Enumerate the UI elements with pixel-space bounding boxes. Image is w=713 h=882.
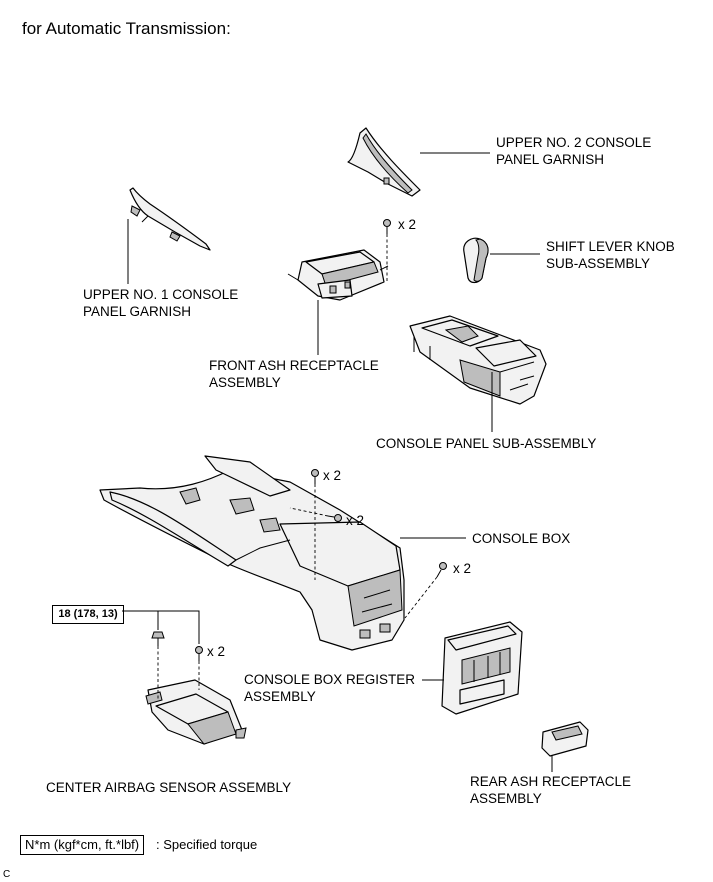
- screw-icon: [327, 514, 342, 522]
- illustration-code: C: [3, 869, 11, 880]
- screw-icon: [195, 646, 203, 661]
- legend-text: : Specified torque: [156, 837, 258, 852]
- label-console-box: CONSOLE BOX: [472, 531, 571, 546]
- upper-no1-console-panel-garnish[interactable]: [129, 187, 211, 251]
- qty-console-box-rear-screws: x 2: [453, 561, 472, 576]
- console-box-register[interactable]: [441, 621, 523, 715]
- front-ash-receptacle[interactable]: [287, 249, 389, 301]
- label-center-airbag-sensor: CENTER AIRBAG SENSOR ASSEMBLY: [46, 780, 292, 795]
- screw-icon: [436, 562, 447, 578]
- center-airbag-sensor[interactable]: [145, 679, 247, 745]
- qty-console-box-top-screws: x 2: [323, 468, 342, 483]
- qty-airbag-sensor-bolts: x 2: [207, 644, 226, 659]
- shift-lever-knob[interactable]: [463, 237, 489, 284]
- label-console-panel: CONSOLE PANEL SUB-ASSEMBLY: [376, 436, 597, 451]
- screw-icon: [383, 219, 391, 234]
- torque-spec-box: 18 (178, 13): [52, 605, 124, 624]
- page-title: for Automatic Transmission:: [22, 19, 231, 38]
- screw-icon: [311, 469, 319, 484]
- console-panel-sub-assembly[interactable]: [409, 315, 547, 405]
- legend-box: N*m (kgf*cm, ft.*lbf): [20, 835, 145, 855]
- qty-console-box-side-screws: x 2: [346, 513, 365, 528]
- console-box[interactable]: [99, 455, 405, 651]
- bolt-icon: [151, 631, 165, 646]
- qty-front-ash-screws: x 2: [398, 217, 417, 232]
- leader-torque: [122, 610, 200, 644]
- upper-no2-console-panel-garnish[interactable]: [347, 127, 421, 197]
- rear-ash-receptacle[interactable]: [541, 721, 589, 757]
